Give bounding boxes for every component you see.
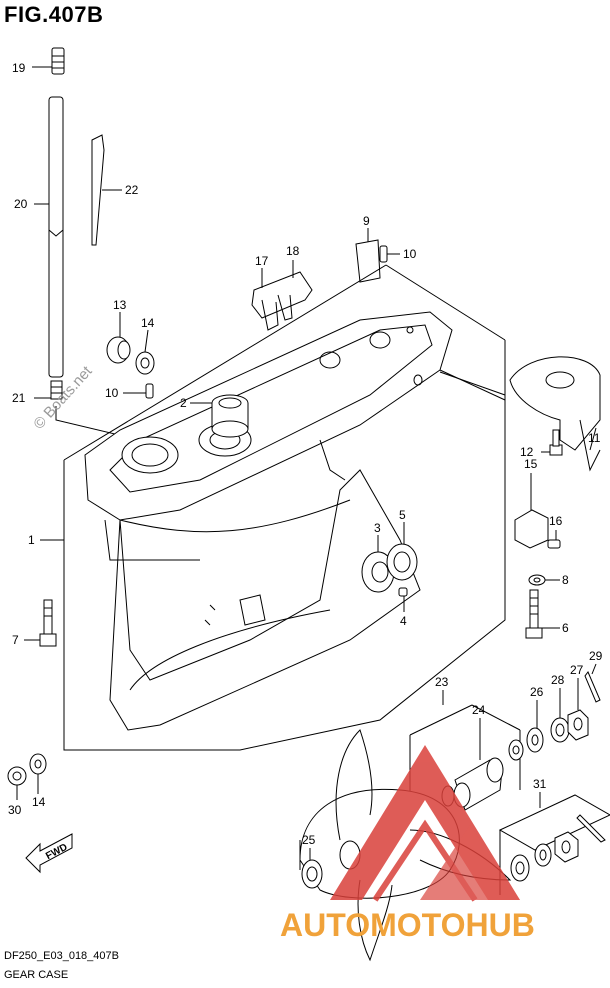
callout-12: 12 [520, 445, 534, 459]
callout-24: 24 [472, 703, 486, 717]
part-14-washer-lower [29, 753, 47, 794]
part-20-water-tube [34, 96, 64, 378]
callout-19: 19 [12, 61, 26, 75]
part-15-block [514, 473, 549, 549]
callout-7: 7 [12, 633, 19, 647]
part-3-bearing-housing [361, 535, 395, 593]
part-13-bush [106, 312, 131, 364]
callout-10-right: 10 [403, 247, 417, 261]
part-30-plug [7, 766, 27, 800]
part-12-bolt [541, 429, 563, 456]
callout-5: 5 [399, 508, 406, 522]
part-1-gear-case [40, 264, 506, 751]
callout-27: 27 [570, 663, 584, 677]
callout-17: 17 [255, 254, 269, 268]
part-17-18-clip [251, 260, 313, 331]
callout-11: 11 [588, 431, 601, 445]
part-27-nut [567, 678, 589, 741]
callout-9: 9 [363, 214, 370, 228]
callout-6: 6 [562, 621, 569, 635]
part-2-sleeve [190, 394, 249, 438]
part-6-bolt [525, 589, 560, 639]
callout-22: 22 [125, 183, 139, 197]
diagram-code: DF250_E03_018_407B [4, 950, 119, 962]
callout-29: 29 [589, 649, 603, 663]
callout-8: 8 [562, 573, 569, 587]
part-26-washer [526, 700, 544, 753]
part-8-washer [528, 574, 560, 586]
callout-30: 30 [8, 803, 22, 817]
part-7-bolt [24, 599, 57, 647]
callout-31: 31 [533, 777, 547, 791]
diagram-name: GEAR CASE [4, 969, 69, 981]
part-19-plug [32, 47, 65, 75]
part-22-strap [91, 134, 122, 246]
part-washer-small [508, 739, 524, 761]
part-10-pin-right [379, 245, 400, 263]
callout-16: 16 [549, 514, 563, 528]
part-9-plate [355, 228, 381, 283]
callout-3: 3 [374, 521, 381, 535]
part-25-bush [301, 848, 323, 889]
callout-25: 25 [302, 833, 316, 847]
part-14-washer-upper [135, 329, 155, 375]
callout-20: 20 [14, 197, 28, 211]
callout-26: 26 [530, 685, 544, 699]
callout-2: 2 [180, 396, 187, 410]
callout-14-lower: 14 [32, 795, 46, 809]
part-28-spacer [550, 688, 570, 743]
callout-28: 28 [551, 673, 565, 687]
automotohub-logo [330, 745, 520, 902]
part-29-cotter-pin [584, 663, 601, 703]
part-11-trim-tab [509, 356, 601, 472]
fwd-label: FWD [44, 842, 69, 862]
callout-1: 1 [28, 533, 35, 547]
part-10-pin-left [123, 383, 154, 399]
part-16-screw [547, 530, 561, 549]
callout-18: 18 [286, 244, 300, 258]
callout-10-left: 10 [105, 386, 119, 400]
callout-4: 4 [400, 614, 407, 628]
part-4-pin [398, 587, 408, 612]
callout-21: 21 [12, 391, 26, 405]
part-5-seal [386, 522, 418, 581]
callout-23: 23 [435, 675, 449, 689]
callout-14-upper: 14 [141, 316, 155, 330]
callout-15: 15 [524, 457, 538, 471]
automotohub-logo-text: AUTOMOTOHUB [280, 907, 535, 943]
fwd-arrow-icon [25, 833, 73, 874]
part-21-grommet [34, 380, 141, 441]
callout-13: 13 [113, 298, 127, 312]
figure-title: FIG.407B [4, 2, 104, 27]
part-31-kit-bracket [498, 792, 610, 895]
